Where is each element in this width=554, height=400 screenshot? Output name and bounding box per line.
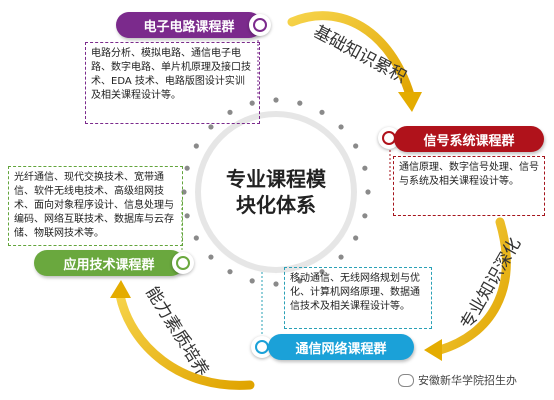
ring-dot xyxy=(338,254,344,260)
center-title-line2: 块化体系 xyxy=(236,193,316,217)
watermark: 安徽新华学院招生办 xyxy=(398,372,517,388)
ring-dot xyxy=(319,269,325,275)
ring-dot xyxy=(297,278,303,284)
ring-dot xyxy=(193,143,199,149)
signal-description-text: 通信原理、数字信号处理、信号与系统及相关课程设计等。 xyxy=(399,162,539,187)
signal-module-description: 通信原理、数字信号处理、信号与系统及相关课程设计等。 xyxy=(393,156,545,216)
ring-dot xyxy=(297,100,303,106)
application-module-title-text: 应用技术课程群 xyxy=(63,257,155,273)
network-description-text: 移动通信、无线网络规划与优化、计算机网络原理、数据通信技术及相关课程设计等。 xyxy=(290,273,420,312)
ring-dot xyxy=(249,100,255,106)
ring-dot xyxy=(273,97,279,103)
network-knob-icon xyxy=(251,336,273,358)
ring-dot xyxy=(353,143,359,149)
ring-dot xyxy=(208,254,214,260)
ring-dot xyxy=(208,124,214,130)
signal-module-title-text: 信号系统课程群 xyxy=(423,133,515,149)
application-module-title: 应用技术课程群 xyxy=(34,250,184,276)
ring-dot xyxy=(362,213,368,219)
ring-dot xyxy=(184,213,190,219)
wechat-icon xyxy=(398,373,414,387)
left-curved-arrow xyxy=(115,290,255,390)
electronic-module-title: 电子电路课程群 xyxy=(116,12,262,38)
ring-dot xyxy=(338,124,344,130)
network-module-title: 通信网络课程群 xyxy=(268,334,414,360)
right-curved-arrow xyxy=(435,217,511,355)
electronic-description-text: 电路分析、模拟电路、通信电子电路、数字电路、单片机原理及接口技术、EDA 技术、… xyxy=(91,48,251,101)
application-description-text: 光纤通信、现代交换技术、宽带通信、软件无线电技术、高级组网技术、面向对象程序设计… xyxy=(14,172,174,239)
ring-dot xyxy=(193,235,199,241)
center-title-line1: 专业课程模 xyxy=(226,167,326,191)
electronic-module-title-text: 电子电路课程群 xyxy=(143,19,235,35)
ring-dot xyxy=(249,278,255,284)
top-curved-arrow xyxy=(287,11,415,100)
ring-dot xyxy=(353,235,359,241)
ring-dot xyxy=(184,165,190,171)
ring-dot xyxy=(362,165,368,171)
signal-module-title: 信号系统课程群 xyxy=(394,126,544,152)
ring-dot xyxy=(365,189,371,195)
electronic-module-description: 电路分析、模拟电路、通信电子电路、数字电路、单片机原理及接口技术、EDA 技术、… xyxy=(85,42,260,124)
electronic-knob-icon xyxy=(249,14,271,36)
ring-dot xyxy=(227,109,233,115)
center-circle: 专业课程模 块化体系 xyxy=(201,117,351,267)
center-ring xyxy=(181,97,371,287)
watermark-text: 安徽新华学院招生办 xyxy=(418,374,517,387)
application-module-description: 光纤通信、现代交换技术、宽带通信、软件无线电技术、高级组网技术、面向对象程序设计… xyxy=(8,166,183,246)
ring-dot xyxy=(319,109,325,115)
network-module-title-text: 通信网络课程群 xyxy=(295,341,387,357)
ring-dot xyxy=(227,269,233,275)
application-knob-icon xyxy=(172,252,194,274)
network-module-description: 移动通信、无线网络规划与优化、计算机网络原理、数据通信技术及相关课程设计等。 xyxy=(284,267,432,329)
ring-dot xyxy=(273,281,279,287)
